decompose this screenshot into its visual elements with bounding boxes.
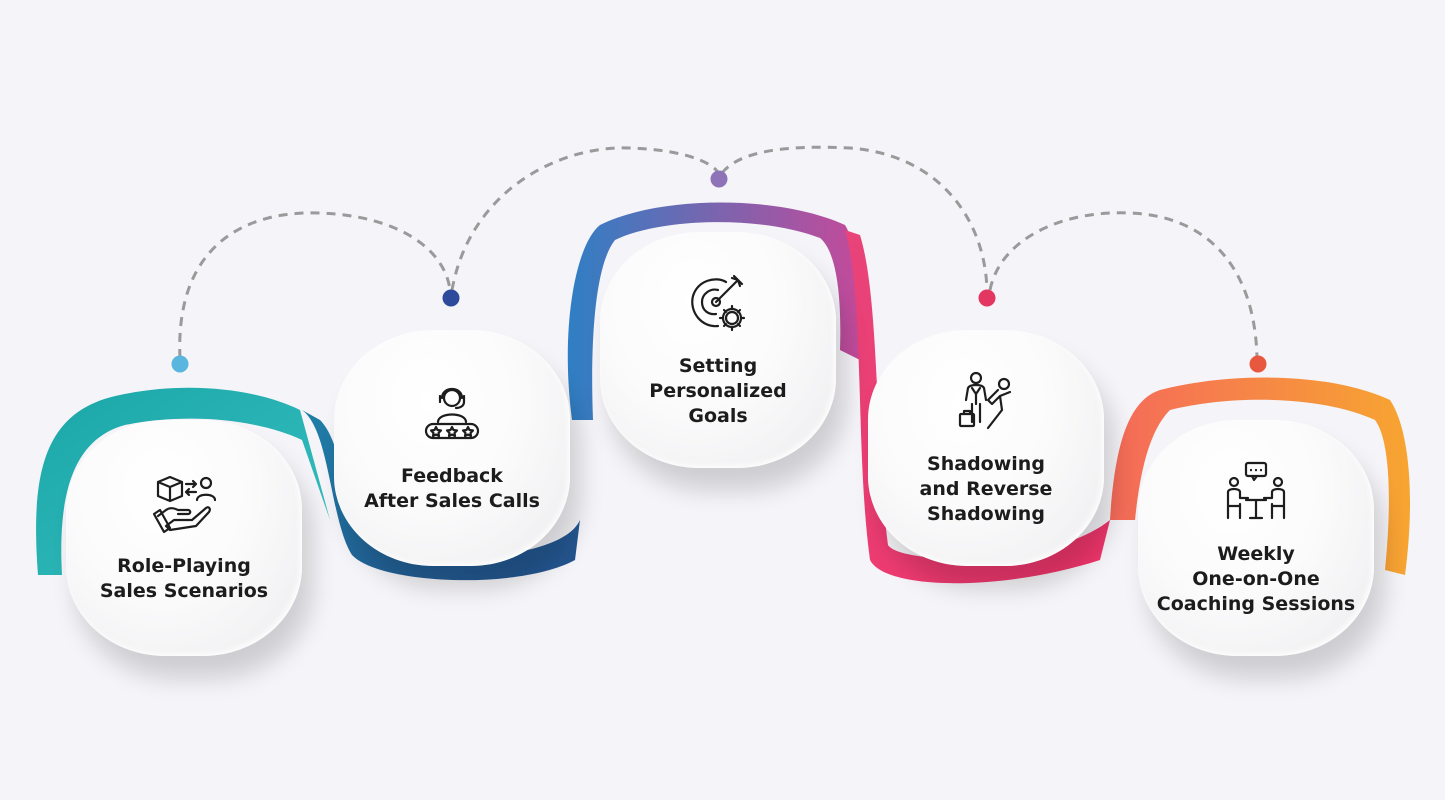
mentor-shadow-icon bbox=[958, 371, 1012, 429]
step-card-4: Shadowing and Reverse Shadowing bbox=[868, 330, 1104, 566]
connector-dot-4 bbox=[978, 289, 996, 307]
connector-arc-4 bbox=[988, 211, 1259, 359]
ribbon-arc-4 bbox=[845, 230, 1110, 584]
step-card-3: Setting Personalized Goals bbox=[600, 232, 836, 468]
connector-dot-1 bbox=[171, 355, 189, 373]
role-play-exchange-icon bbox=[152, 475, 216, 534]
step-card-2: Feedback After Sales Calls bbox=[334, 330, 570, 566]
step-label-5: Weekly One-on-One Coaching Sessions bbox=[1156, 542, 1356, 615]
step-card-1: Role-Playing Sales Scenarios bbox=[66, 420, 302, 656]
step-label-2: Feedback After Sales Calls bbox=[364, 465, 540, 512]
step-label-3: Setting Personalized Goals bbox=[649, 354, 787, 427]
connector-arc-1 bbox=[178, 211, 452, 359]
connector-dot-3 bbox=[710, 170, 728, 188]
ribbon-arc-2 bbox=[302, 410, 580, 581]
meeting-chat-icon bbox=[1226, 461, 1286, 519]
ribbon-arc-5 bbox=[1110, 377, 1410, 575]
headset-rating-icon bbox=[424, 387, 480, 440]
connector-dot-2 bbox=[442, 289, 460, 307]
step-label-4: Shadowing and Reverse Shadowing bbox=[919, 452, 1053, 525]
target-gear-icon bbox=[691, 274, 746, 331]
step-label-1: Role-Playing Sales Scenarios bbox=[99, 555, 269, 602]
step-card-5: Weekly One-on-One Coaching Sessions bbox=[1138, 420, 1374, 656]
connector-arc-2 bbox=[450, 146, 720, 291]
ribbon-arc-3 bbox=[567, 202, 861, 420]
connector-arc-3 bbox=[720, 145, 989, 291]
connector-dot-5 bbox=[1249, 355, 1267, 373]
